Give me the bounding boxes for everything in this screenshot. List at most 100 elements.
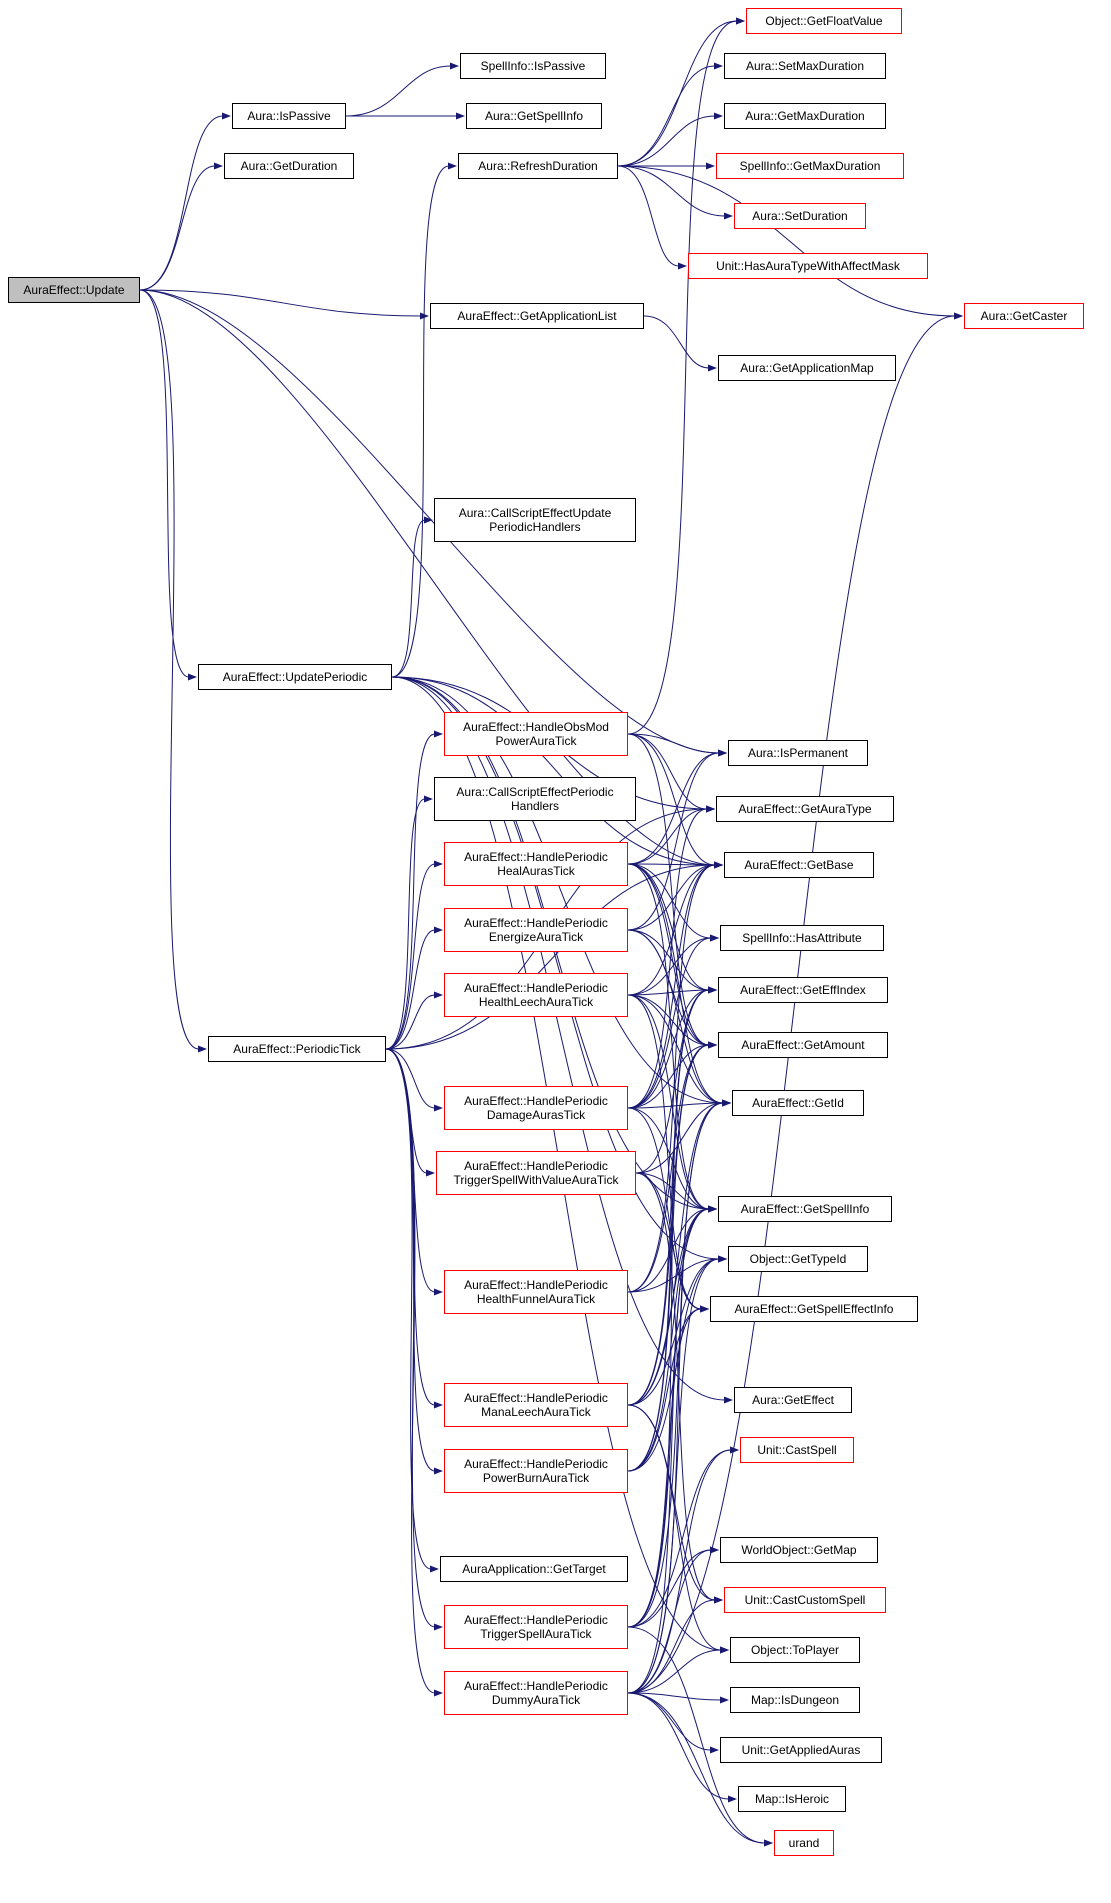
node-isHeroic[interactable]: Map::IsHeroic	[738, 1786, 846, 1812]
arrowhead-getApplicationList-getApplicationMap	[708, 364, 717, 372]
arrowhead-handleDummy-castSpell	[730, 1446, 739, 1454]
edge-update-isPassive	[139, 115, 224, 291]
node-handleObsMod[interactable]: AuraEffect::HandleObsMod PowerAuraTick	[444, 712, 628, 756]
node-handleTriggerValue[interactable]: AuraEffect::HandlePeriodic TriggerSpellW…	[436, 1151, 636, 1195]
node-getMap[interactable]: WorldObject::GetMap	[720, 1537, 878, 1563]
arrowhead-update-updatePeriodic	[188, 673, 197, 681]
node-isPermanent[interactable]: Aura::IsPermanent	[728, 740, 868, 766]
node-update: AuraEffect::Update	[8, 277, 140, 303]
edge-handleTriggerValue-aeGetSpellInfo	[635, 1172, 710, 1210]
node-updatePeriodic[interactable]: AuraEffect::UpdatePeriodic	[198, 664, 392, 690]
node-periodicTick[interactable]: AuraEffect::PeriodicTick	[208, 1036, 386, 1062]
edge-handleHeal-getId	[627, 863, 724, 1104]
node-getEffIndex[interactable]: AuraEffect::GetEffIndex	[718, 977, 888, 1003]
node-getFloatValue[interactable]: Object::GetFloatValue	[746, 8, 902, 34]
node-spellIsPassive[interactable]: SpellInfo::IsPassive	[460, 53, 606, 79]
arrowhead-periodicTick-getTarget	[430, 1565, 439, 1573]
node-getTypeId[interactable]: Object::GetTypeId	[728, 1246, 868, 1272]
node-getEffect[interactable]: Aura::GetEffect	[734, 1387, 852, 1413]
arrowhead-handleDummy-isHeroic	[728, 1795, 737, 1803]
edge-handleDummy-getTypeId	[627, 1258, 720, 1694]
node-handleDamage[interactable]: AuraEffect::HandlePeriodic DamageAurasTi…	[444, 1086, 628, 1130]
node-isDungeon[interactable]: Map::IsDungeon	[730, 1687, 860, 1713]
node-handleHealthFunnel[interactable]: AuraEffect::HandlePeriodic HealthFunnelA…	[444, 1270, 628, 1314]
node-getTarget[interactable]: AuraApplication::GetTarget	[440, 1556, 628, 1582]
node-getAmount[interactable]: AuraEffect::GetAmount	[718, 1032, 888, 1058]
edge-handleTriggerValue-getId	[635, 1102, 724, 1174]
edge-periodicTick-handleHeal	[385, 863, 436, 1050]
node-handleHeal[interactable]: AuraEffect::HandlePeriodic HealAurasTick	[444, 842, 628, 886]
node-getAuraType[interactable]: AuraEffect::GetAuraType	[716, 796, 894, 822]
edge-handleHeal-getAmount	[627, 863, 710, 1046]
node-handleDummy[interactable]: AuraEffect::HandlePeriodic DummyAuraTick	[444, 1671, 628, 1715]
node-handleHealthLeech[interactable]: AuraEffect::HandlePeriodic HealthLeechAu…	[444, 973, 628, 1017]
edge-handleObsMod-getAmount	[627, 733, 710, 1046]
edge-handleEnergize-getBase	[627, 864, 716, 931]
node-urand[interactable]: urand	[774, 1830, 834, 1856]
edge-handleDamage-getId	[627, 1102, 724, 1109]
node-getCaster[interactable]: Aura::GetCaster	[964, 303, 1084, 329]
node-isPassive[interactable]: Aura::IsPassive	[232, 103, 346, 129]
node-toPlayer[interactable]: Object::ToPlayer	[730, 1637, 860, 1663]
node-handleTrigger[interactable]: AuraEffect::HandlePeriodic TriggerSpellA…	[444, 1605, 628, 1649]
edge-handleHealthLeech-getId	[627, 994, 724, 1104]
node-setDuration[interactable]: Aura::SetDuration	[734, 203, 866, 229]
edge-refreshDuration-setDuration	[617, 165, 726, 217]
node-handlePowerBurn[interactable]: AuraEffect::HandlePeriodic PowerBurnAura…	[444, 1449, 628, 1493]
arrowhead-periodicTick-handleTrigger	[434, 1623, 443, 1631]
edge-handleHealthLeech-getSpellEffectInfo	[627, 994, 702, 1310]
arrowhead-handleObsMod-getFloatValue	[736, 17, 745, 25]
arrowhead-handleDummy-getAppliedAuras	[710, 1746, 719, 1754]
node-getSpellEffectInfo[interactable]: AuraEffect::GetSpellEffectInfo	[710, 1296, 918, 1322]
arrowhead-handlePowerBurn-getAmount	[708, 1041, 717, 1049]
arrowhead-periodicTick-handleDummy	[434, 1689, 443, 1697]
arrowhead-handleDamage-getAuraType	[706, 805, 715, 813]
edge-getApplicationList-getApplicationMap	[643, 315, 710, 369]
node-handleManaLeech[interactable]: AuraEffect::HandlePeriodic ManaLeechAura…	[444, 1383, 628, 1427]
edge-handleEnergize-getEffIndex	[627, 929, 710, 991]
edge-handleDummy-isDungeon	[627, 1692, 722, 1701]
edge-update-getApplicationList	[139, 289, 422, 317]
edge-handleDummy-getCaster	[627, 315, 956, 1694]
node-handleEnergize[interactable]: AuraEffect::HandlePeriodic EnergizeAuraT…	[444, 908, 628, 952]
node-hasAttribute[interactable]: SpellInfo::HasAttribute	[720, 925, 884, 951]
node-setMaxDuration[interactable]: Aura::SetMaxDuration	[724, 53, 886, 79]
node-getMaxDuration[interactable]: Aura::GetMaxDuration	[724, 103, 886, 129]
edge-handleDamage-hasAttribute	[627, 937, 712, 1109]
node-spellGetMaxDuration[interactable]: SpellInfo::GetMaxDuration	[716, 153, 904, 179]
node-callScriptPeriodic[interactable]: Aura::CallScriptEffectPeriodic Handlers	[434, 777, 636, 821]
arrowhead-updatePeriodic-refreshDuration	[448, 162, 457, 170]
arrowhead-handleDummy-urand	[764, 1839, 773, 1847]
node-castSpell[interactable]: Unit::CastSpell	[740, 1437, 854, 1463]
node-getAppliedAuras[interactable]: Unit::GetAppliedAuras	[720, 1737, 882, 1763]
edge-update-getBase	[139, 289, 716, 866]
node-callScriptUpdate[interactable]: Aura::CallScriptEffectUpdate PeriodicHan…	[434, 498, 636, 542]
node-getDuration[interactable]: Aura::GetDuration	[224, 153, 354, 179]
node-aeGetSpellInfo[interactable]: AuraEffect::GetSpellInfo	[718, 1196, 892, 1222]
edge-handleEnergize-isPermanent	[627, 752, 720, 931]
arrowhead-update-isPassive	[222, 112, 231, 120]
arrowhead-refreshDuration-setDuration	[724, 212, 733, 220]
node-getApplicationList[interactable]: AuraEffect::GetApplicationList	[430, 303, 644, 329]
edge-handleTrigger-getMap	[627, 1549, 712, 1628]
arrowhead-periodicTick-handleHealthFunnel	[434, 1288, 443, 1296]
node-getBase[interactable]: AuraEffect::GetBase	[724, 852, 874, 878]
edge-periodicTick-handleManaLeech	[385, 1048, 436, 1406]
node-getApplicationMap[interactable]: Aura::GetApplicationMap	[718, 355, 896, 381]
node-hasAuraTypeMask[interactable]: Unit::HasAuraTypeWithAffectMask	[688, 253, 928, 279]
edge-handleObsMod-getFloatValue	[627, 20, 738, 735]
edge-handleHeal-getAuraType	[627, 808, 708, 865]
edge-handleManaLeech-toPlayer	[627, 1404, 722, 1651]
edge-handlePowerBurn-getSpellEffectInfo	[627, 1308, 702, 1472]
node-castCustomSpell[interactable]: Unit::CastCustomSpell	[724, 1587, 886, 1613]
edge-periodicTick-handleEnergize	[385, 929, 436, 1050]
edge-refreshDuration-getCaster	[617, 165, 956, 317]
edge-updatePeriodic-refreshDuration	[391, 165, 450, 678]
arrowhead-handleDummy-getCaster	[954, 312, 963, 320]
edge-handleHeal-aeGetSpellInfo	[627, 863, 710, 1210]
edge-updatePeriodic-callScriptUpdate	[391, 519, 426, 678]
edge-handleHealthLeech-getEffIndex	[627, 989, 710, 996]
node-getId[interactable]: AuraEffect::GetId	[732, 1090, 864, 1116]
node-auraGetSpellInfo[interactable]: Aura::GetSpellInfo	[466, 103, 602, 129]
node-refreshDuration[interactable]: Aura::RefreshDuration	[458, 153, 618, 179]
